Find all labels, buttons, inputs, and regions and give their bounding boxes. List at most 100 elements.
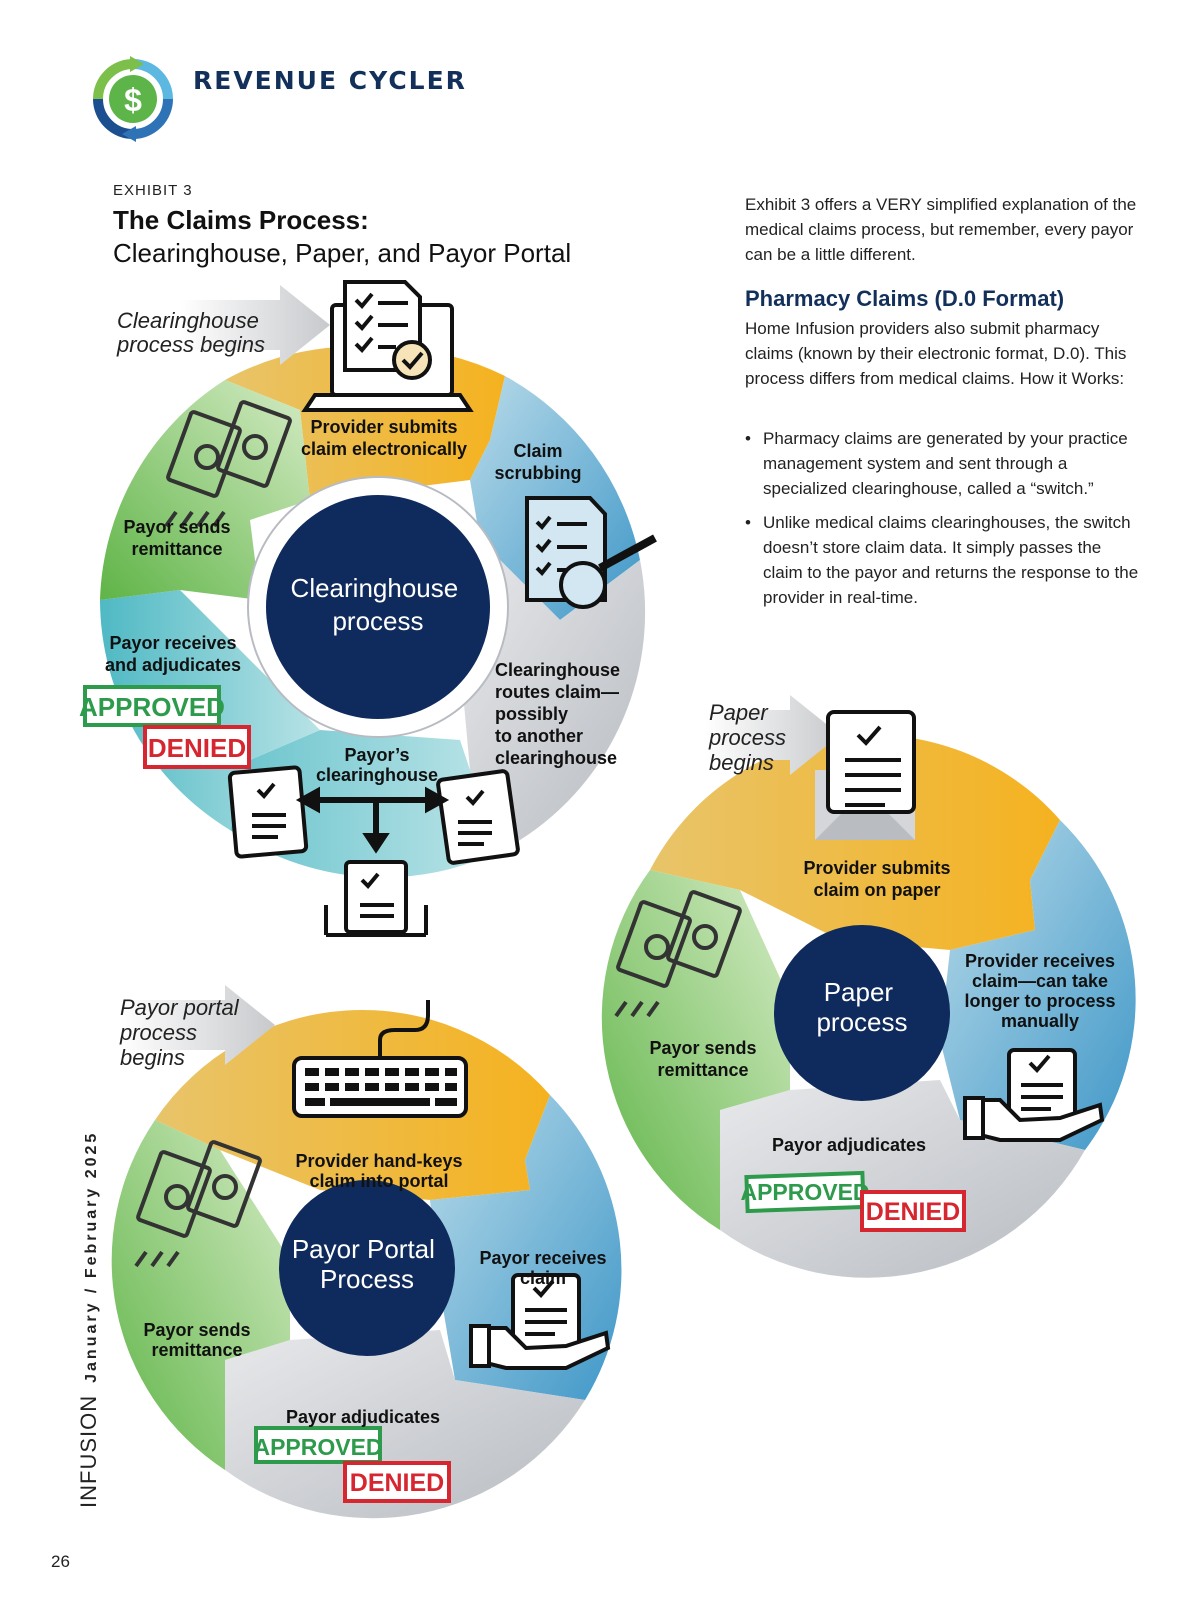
svg-text:DENIED: DENIED [148, 733, 246, 763]
pharmacy-paragraph: Home Infusion providers also submit phar… [745, 319, 1127, 388]
svg-text:DENIED: DENIED [350, 1469, 444, 1497]
start-label: process [119, 1020, 197, 1045]
start-label: Payor portal [120, 995, 240, 1020]
center-label: process [332, 606, 423, 636]
step-label: claim—can take [972, 971, 1108, 991]
start-label: Clearinghouse [117, 308, 259, 333]
svg-text:Clearinghouse process: Clearinghouse process [291, 573, 466, 636]
svg-text:Payor adjudicates: Payor adjudicates [772, 1135, 926, 1155]
step-label: Payor receives [479, 1248, 606, 1268]
money-icon [164, 400, 292, 528]
svg-text:$: $ [124, 82, 142, 118]
start-label: begins [709, 750, 774, 775]
bullet-text: Unlike medical claims clearinghouses, th… [763, 513, 1139, 607]
svg-text:DENIED: DENIED [866, 1198, 960, 1226]
intro-paragraph: Exhibit 3 offers a VERY simplified expla… [745, 195, 1137, 264]
pharmacy-bullet-list: •Pharmacy claims are generated by your p… [745, 426, 1140, 619]
center-label: Paper [824, 977, 894, 1007]
dollar-cycle-icon: $ [93, 56, 173, 142]
step-label: Provider hand-keys [295, 1151, 462, 1171]
denied-stamp: DENIED [343, 1461, 451, 1503]
segment-paper-submit [650, 734, 1060, 950]
envelope-letter-icon [815, 710, 916, 840]
start-label: process begins [116, 332, 265, 357]
denied-stamp: DENIED [143, 725, 251, 769]
step-label: to another [495, 726, 583, 746]
step-label: Payor’s [344, 745, 409, 765]
segment-paper-remittance [601, 870, 790, 1230]
approved-stamp: APPROVED [79, 685, 225, 727]
money-icon [614, 890, 742, 1018]
segment-paper-provider-receives [940, 820, 1136, 1150]
step-label: claim electronically [301, 439, 467, 459]
step-label: Claim [513, 441, 562, 461]
hand-document-icon [469, 1273, 611, 1370]
step-label: Clearinghouse [495, 660, 620, 680]
hand-document-icon [963, 1048, 1105, 1142]
routing-documents-icon [227, 765, 520, 937]
money-icon [134, 1140, 262, 1268]
step-label: manually [1001, 1011, 1079, 1031]
issue-date: January / February 2025 [83, 1130, 100, 1383]
step-label: longer to process [964, 991, 1115, 1011]
magazine-name: INFUSION [76, 1394, 101, 1508]
portal-center [279, 1180, 455, 1356]
start-label: process [708, 725, 786, 750]
step-label: Payor sends [123, 517, 230, 537]
step-label: Provider submits [803, 858, 950, 878]
step-label: Provider receives [965, 951, 1115, 971]
clearinghouse-center [266, 495, 490, 719]
step-label: Payor receives [109, 633, 236, 653]
center-label: Payor Portal [292, 1234, 435, 1264]
denied-stamp: DENIED [860, 1190, 966, 1232]
step-label: and adjudicates [105, 655, 241, 675]
step-label: clearinghouse [316, 765, 438, 785]
step-label: claim into portal [309, 1171, 448, 1191]
step-label: claim on paper [813, 880, 940, 900]
svg-text:Clearinghouse process be: Clearinghouse process begins [116, 308, 265, 357]
svg-text:APPROVED: APPROVED [79, 692, 225, 722]
bullet-item: •Unlike medical claims clearinghouses, t… [745, 513, 1139, 607]
step-label: Payor adjudicates [286, 1407, 440, 1427]
start-arrow [705, 695, 840, 775]
section-title: REVENUE CYCLER [193, 66, 467, 95]
step-label: Payor sends [143, 1320, 250, 1340]
step-label: clearinghouse [495, 748, 617, 768]
paper-cycle: Paper process Paper process begins [601, 695, 1136, 1278]
svg-text:Paper process: Paper process [816, 977, 907, 1037]
bullet-item: •Pharmacy claims are generated by your p… [745, 429, 1128, 498]
exhibit-subtitle: Clearinghouse, Paper, and Payor Portal [113, 238, 572, 268]
document-magnifier-icon [525, 496, 657, 609]
step-label: remittance [151, 1340, 242, 1360]
step-label: Payor sends [649, 1038, 756, 1058]
approved-stamp: APPROVED [253, 1426, 383, 1464]
center-label: Process [320, 1264, 414, 1294]
segment-portal-remittance [111, 1120, 290, 1470]
svg-text:Payor portal process: Payor portal process begins [119, 995, 245, 1070]
laptop-checklist-icon [301, 280, 474, 412]
step-label: Provider submits [310, 417, 457, 437]
start-arrow [180, 285, 330, 365]
start-label: Paper [709, 700, 769, 725]
bullet-text: Pharmacy claims are generated by your pr… [763, 429, 1128, 498]
paper-center [774, 925, 950, 1101]
step-label: scrubbing [494, 463, 581, 483]
clearinghouse-cycle: Clearinghouse process Clearinghouse proc… [79, 280, 657, 937]
step-label: routes claim— [495, 682, 619, 702]
approved-stamp: APPROVED [740, 1170, 870, 1214]
step-label: possibly [495, 704, 568, 724]
center-label: process [816, 1007, 907, 1037]
